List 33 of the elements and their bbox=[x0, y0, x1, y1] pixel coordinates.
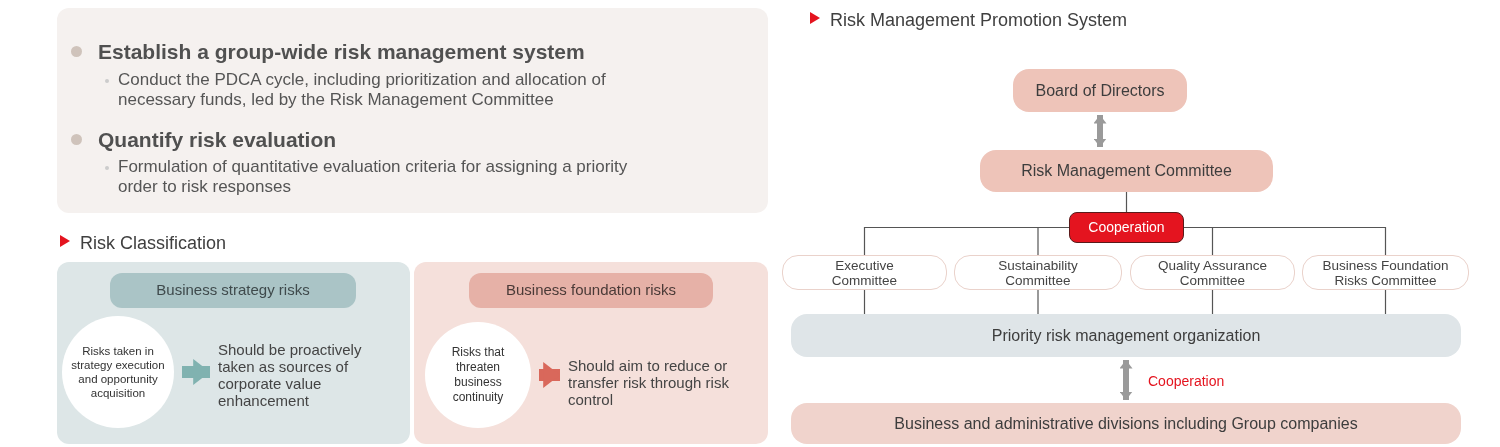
policy-text: Should be proactively taken as sources of corporate value enhancement bbox=[218, 340, 393, 410]
panel bbox=[414, 262, 768, 444]
org-box: Business and administrative divisions including Group companies bbox=[791, 403, 1461, 444]
category-pill: Business foundation risks bbox=[469, 273, 713, 308]
connector-line bbox=[1037, 289, 1039, 315]
connector-line bbox=[1037, 226, 1070, 256]
org-box: Board of Directors bbox=[1013, 69, 1187, 112]
section-heading: Risk Management Promotion System bbox=[830, 9, 1128, 32]
block-arrow bbox=[182, 359, 210, 385]
panel bbox=[57, 262, 410, 444]
org-box: Business Foundation Risks Committee bbox=[1302, 255, 1469, 290]
block-arrow bbox=[539, 362, 560, 388]
connector-line bbox=[1384, 289, 1387, 315]
body-text: Conduct the PDCA cycle, including prioritization and allocation of necessary funds, led by the Risk Management Committee bbox=[118, 69, 607, 110]
heading-text: Establish a group-wide risk management system bbox=[98, 39, 585, 65]
section-heading: Risk Classification bbox=[80, 232, 227, 255]
policy-text: Should aim to reduce or transfer risk through risk control bbox=[568, 355, 763, 410]
body-text: Formulation of quantitative evaluation criteria for assigning a priority order to risk responses bbox=[118, 157, 629, 197]
category-pill: Business strategy risks bbox=[110, 273, 356, 308]
connector-line bbox=[1183, 226, 1387, 256]
org-box: Priority risk management organization bbox=[791, 314, 1461, 357]
block-arrow bbox=[1093, 115, 1107, 147]
block-arrow bbox=[1119, 360, 1133, 400]
org-box: Executive Committee bbox=[782, 255, 947, 290]
org-box: Sustainability Committee bbox=[954, 255, 1122, 290]
connector-line bbox=[863, 289, 866, 315]
heading-text: Quantify risk evaluation bbox=[98, 126, 337, 153]
connector-line bbox=[1125, 191, 1128, 213]
org-box: Quality Assurance Committee bbox=[1130, 255, 1295, 290]
org-box: Risk Management Committee bbox=[980, 150, 1273, 192]
cooperation-pill: Cooperation bbox=[1069, 212, 1184, 243]
summary-panel bbox=[57, 8, 768, 213]
connector-line bbox=[1211, 289, 1214, 315]
